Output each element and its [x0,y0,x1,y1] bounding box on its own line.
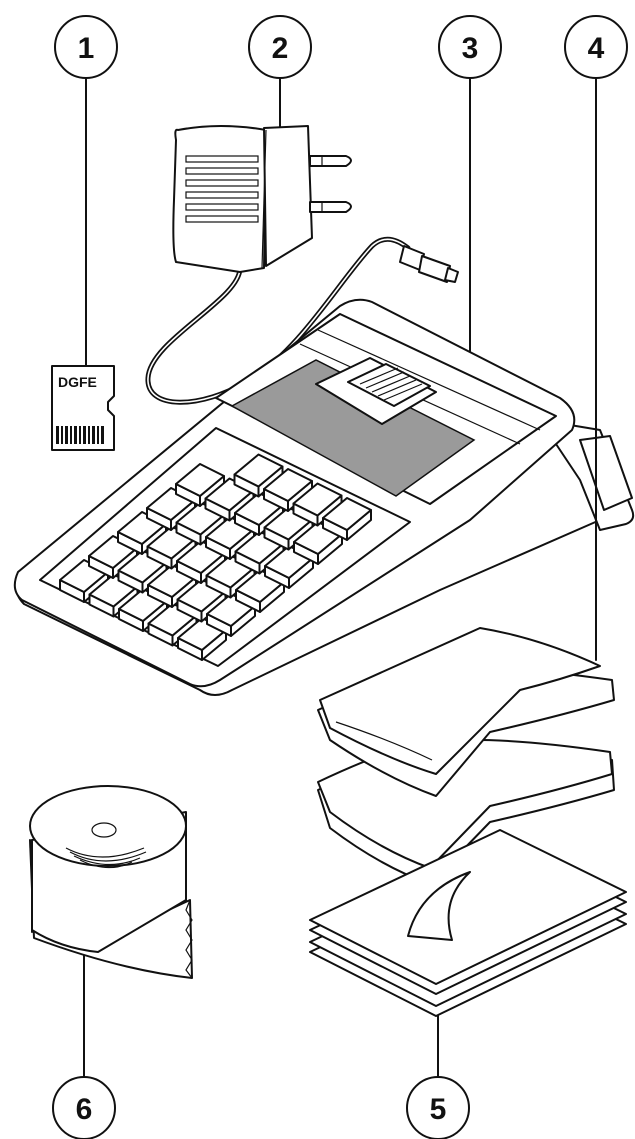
callout-5-number: 5 [430,1093,447,1126]
callout-3-number: 3 [462,32,479,65]
callout-4-number: 4 [588,32,605,65]
sd-card: DGFE [52,366,114,450]
callout-6-number: 6 [76,1093,93,1126]
callout-4: 4 [565,16,627,660]
sd-card-label: DGFE [58,374,97,390]
paper-roll [30,786,192,978]
label-sheets [310,830,626,1016]
callout-1: 1 [55,16,117,366]
callout-1-number: 1 [78,32,95,65]
cash-register [15,300,633,695]
callout-2-number: 2 [272,32,289,65]
